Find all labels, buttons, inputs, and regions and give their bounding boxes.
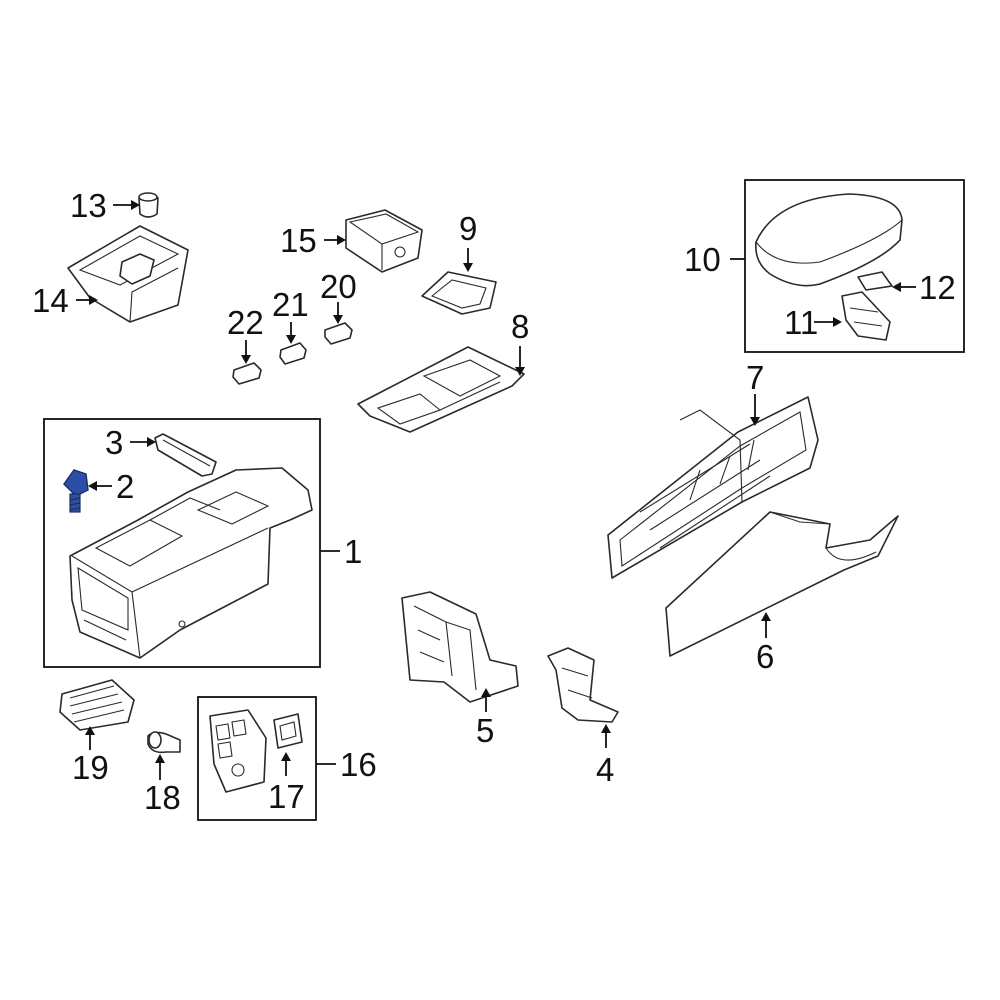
callout-8: 8: [511, 308, 529, 345]
callout-19: 19: [72, 749, 109, 786]
part-6-lower-trim: [665, 511, 899, 657]
callout-4: 4: [596, 751, 614, 788]
part-5-bracket: [401, 591, 519, 703]
callout-21: 21: [272, 286, 309, 323]
part-7-side-panel: [607, 396, 819, 579]
part-18-knob: [147, 731, 181, 754]
leader-lines: [76, 200, 916, 780]
part-13-cap: [138, 192, 159, 218]
callout-12: 12: [919, 269, 956, 306]
group-box-1: [43, 418, 321, 668]
callout-13: 13: [70, 187, 107, 224]
callout-20: 20: [320, 268, 357, 305]
callout-15: 15: [280, 222, 317, 259]
part-21-cap: [279, 342, 307, 365]
callout-10: 10: [684, 241, 721, 278]
callout-9: 9: [459, 210, 477, 247]
callout-7: 7: [746, 359, 764, 396]
callout-22: 22: [227, 304, 264, 341]
part-17-switch: [273, 713, 303, 749]
group-box-16: [197, 696, 317, 821]
callout-5: 5: [476, 712, 494, 749]
part-9-bezel: [421, 271, 497, 315]
part-10-armrest-lid: [754, 193, 903, 287]
callout-18: 18: [144, 779, 181, 816]
part-8-shifter-trim: [357, 346, 525, 433]
callout-6: 6: [756, 638, 774, 675]
callout-17: 17: [268, 778, 305, 815]
part-16-switch-panel: [209, 709, 267, 793]
part-4-bracket: [547, 647, 619, 723]
part-22-cap: [232, 362, 262, 385]
part-11-hinge: [841, 291, 891, 341]
part-1-console-body: [69, 467, 313, 659]
callout-2: 2: [116, 468, 134, 505]
callout-3: 3: [105, 424, 123, 461]
part-19-vent: [59, 679, 135, 731]
part-15-switch-block: [345, 209, 423, 273]
callout-1: 1: [344, 533, 362, 570]
part-12-clip: [857, 271, 893, 291]
part-20-cap: [324, 322, 353, 345]
part-3-trim-strip: [154, 433, 217, 477]
callout-11: 11: [784, 304, 818, 341]
callout-14: 14: [32, 282, 69, 319]
part-2-bolt: [63, 469, 89, 513]
group-box-10: [744, 179, 965, 353]
callout-16: 16: [340, 746, 377, 783]
part-14-tray: [67, 225, 189, 323]
